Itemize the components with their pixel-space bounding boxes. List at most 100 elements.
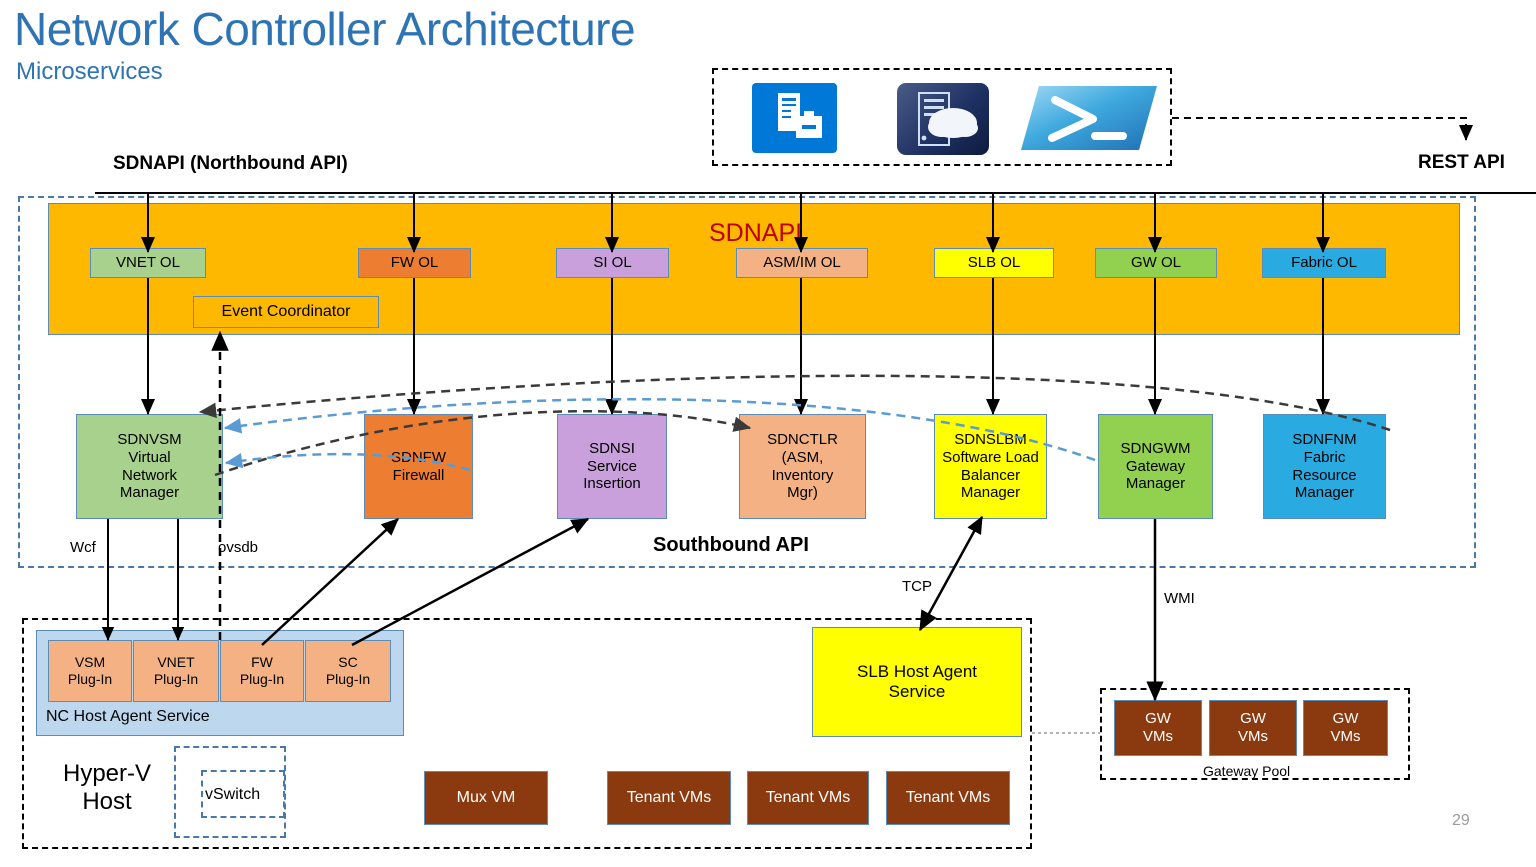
microservice-sdnvsm-line-2: Network (121, 466, 177, 484)
object-layer-label: GW OL (1130, 254, 1181, 272)
microservice-sdnslbm-line-2: Balancer (960, 466, 1021, 484)
vmm-cloud-icon (897, 83, 989, 155)
microservice-sdnfw-line-1: Firewall (392, 466, 445, 484)
microservice-sdngwm-line-2: Manager (1125, 475, 1186, 493)
host-plugin-sc-line-0: SC (338, 654, 358, 671)
microservice-sdnctlr-line-0: SDNCTLR (767, 431, 838, 449)
vswitch-outer-box (174, 746, 286, 838)
object-layer-gw-ol[interactable]: GW OL (1095, 248, 1217, 278)
network-controller-region (18, 196, 1476, 568)
gateway-pool-box (1100, 688, 1410, 780)
object-layer-label: Fabric OL (1291, 254, 1357, 272)
event-coordinator-label: Event Coordinator (221, 302, 351, 320)
vm-box[interactable]: Tenant VMs (747, 771, 869, 825)
wire-label-ovsdb: ovsdb (218, 539, 259, 556)
microservice-sdnfnm-line-3: Manager (1294, 484, 1355, 502)
system-center-toolkit-icon (752, 83, 837, 153)
wire-label-wcf: Wcf (70, 539, 96, 556)
nc-host-agent-service-label: NC Host Agent Service (46, 708, 210, 725)
slb-host-agent-line-0: SLB Host Agent (856, 661, 978, 681)
object-layer-label: VNET OL (116, 254, 180, 272)
rest-api-label: REST API (1418, 152, 1505, 173)
object-layer-vnet-ol[interactable]: VNET OL (90, 248, 206, 278)
hyperv-host-label-line2: Host (82, 787, 132, 815)
microservice-sdnsi-line-0: SDNSI (589, 439, 635, 457)
gateway-vm-line-0: GW (1145, 710, 1171, 728)
microservice-sdnctlr-line-3: Mgr) (787, 484, 818, 502)
sdnapi-band-label: SDNAPI (709, 219, 803, 247)
host-plugin-vsm-line-1: Plug-In (67, 671, 113, 687)
hyperv-host-label: Hyper-V Host (47, 760, 167, 815)
wire-label-wmi: WMI (1164, 590, 1195, 607)
object-layer-label: SLB OL (967, 254, 1021, 272)
microservice-sdnvsm-line-0: SDNVSM (117, 431, 182, 449)
host-plugin-fw-line-0: FW (251, 654, 273, 671)
gateway-vm-line-1: VMs (1238, 728, 1268, 745)
southbound-api-label: Southbound API (653, 534, 809, 556)
gateway-vm-line-1: VMs (1330, 728, 1361, 745)
microservice-sdnvsm-line-1: Virtual (128, 448, 171, 466)
microservice-sdnfnm-line-1: Fabric (1303, 448, 1346, 466)
microservice-sdnfw-line-0: SDNFW (391, 448, 446, 466)
gateway-vm-line-1: VMs (1143, 728, 1173, 745)
vswitch-inner-box (201, 770, 285, 818)
slb-host-agent-line-1: Service (888, 682, 946, 701)
object-layer-label: FW OL (390, 254, 439, 272)
vm-label: Tenant VMs (626, 788, 712, 806)
microservice-sdnctlr-line-2: Inventory (771, 466, 834, 484)
rest-api-connector (1172, 117, 1473, 141)
host-plugin-vnet-line-0: VNET (157, 654, 195, 671)
host-plugin-sc-line-1: Plug-In (325, 671, 371, 687)
microservice-sdnfnm-line-0: SDNFNM (1292, 431, 1357, 449)
northbound-api-label: SDNAPI (Northbound API) (113, 153, 348, 174)
gateway-vm-line-0: GW (1332, 710, 1359, 728)
vm-label: Mux VM (456, 788, 516, 806)
microservice-sdnctlr-line-1: (ASM, (781, 448, 824, 466)
microservice-sdnsi-line-2: Insertion (583, 475, 641, 493)
microservice-sdngwm-line-1: Gateway (1125, 457, 1186, 475)
page-subtitle: Microservices (16, 58, 163, 85)
object-layer-slb-ol[interactable]: SLB OL (934, 248, 1054, 278)
microservice-sdnslbm-line-0: SDNSLBM (954, 431, 1027, 449)
vswitch-label: vSwitch (205, 786, 261, 803)
object-layer-fw-ol[interactable]: FW OL (358, 248, 471, 278)
vm-label: Tenant VMs (765, 788, 851, 806)
object-layer-fabric-ol[interactable]: Fabric OL (1262, 248, 1386, 278)
client-tools-group (712, 68, 1172, 166)
microservice-sdnfnm-line-2: Resource (1292, 466, 1357, 484)
object-layer-label: ASM/IM OL (763, 254, 841, 272)
vm-box[interactable]: Mux VM (424, 771, 548, 825)
hyperv-host-label-line1: Hyper-V (62, 760, 152, 787)
microservice-sdngwm-line-0: SDNGWM (1120, 439, 1191, 457)
object-layer-si-ol[interactable]: SI OL (556, 248, 669, 278)
host-plugin-vsm-line-0: VSM (74, 654, 106, 671)
microservice-sdnvsm-line-3: Manager (119, 484, 180, 502)
event-coordinator-box[interactable]: Event Coordinator (193, 296, 379, 328)
gateway-vm-line-0: GW (1240, 710, 1266, 728)
object-layer-label: SI OL (593, 254, 632, 272)
microservice-sdnsi-line-1: Service (586, 457, 638, 475)
vm-box[interactable]: Tenant VMs (886, 771, 1010, 825)
host-plugin-fw-line-1: Plug-In (239, 671, 285, 687)
slb-host-agent-service-box[interactable]: SLB Host Agent Service (812, 627, 1022, 737)
microservice-sdnslbm-line-3: Manager (960, 484, 1021, 502)
vm-label: Tenant VMs (905, 788, 991, 806)
host-plugin-vnet-line-1: Plug-In (153, 671, 199, 687)
vm-box[interactable]: Tenant VMs (607, 771, 731, 825)
wire-label-tcp: TCP (902, 578, 932, 595)
object-layer-asm-im-ol[interactable]: ASM/IM OL (736, 248, 868, 278)
